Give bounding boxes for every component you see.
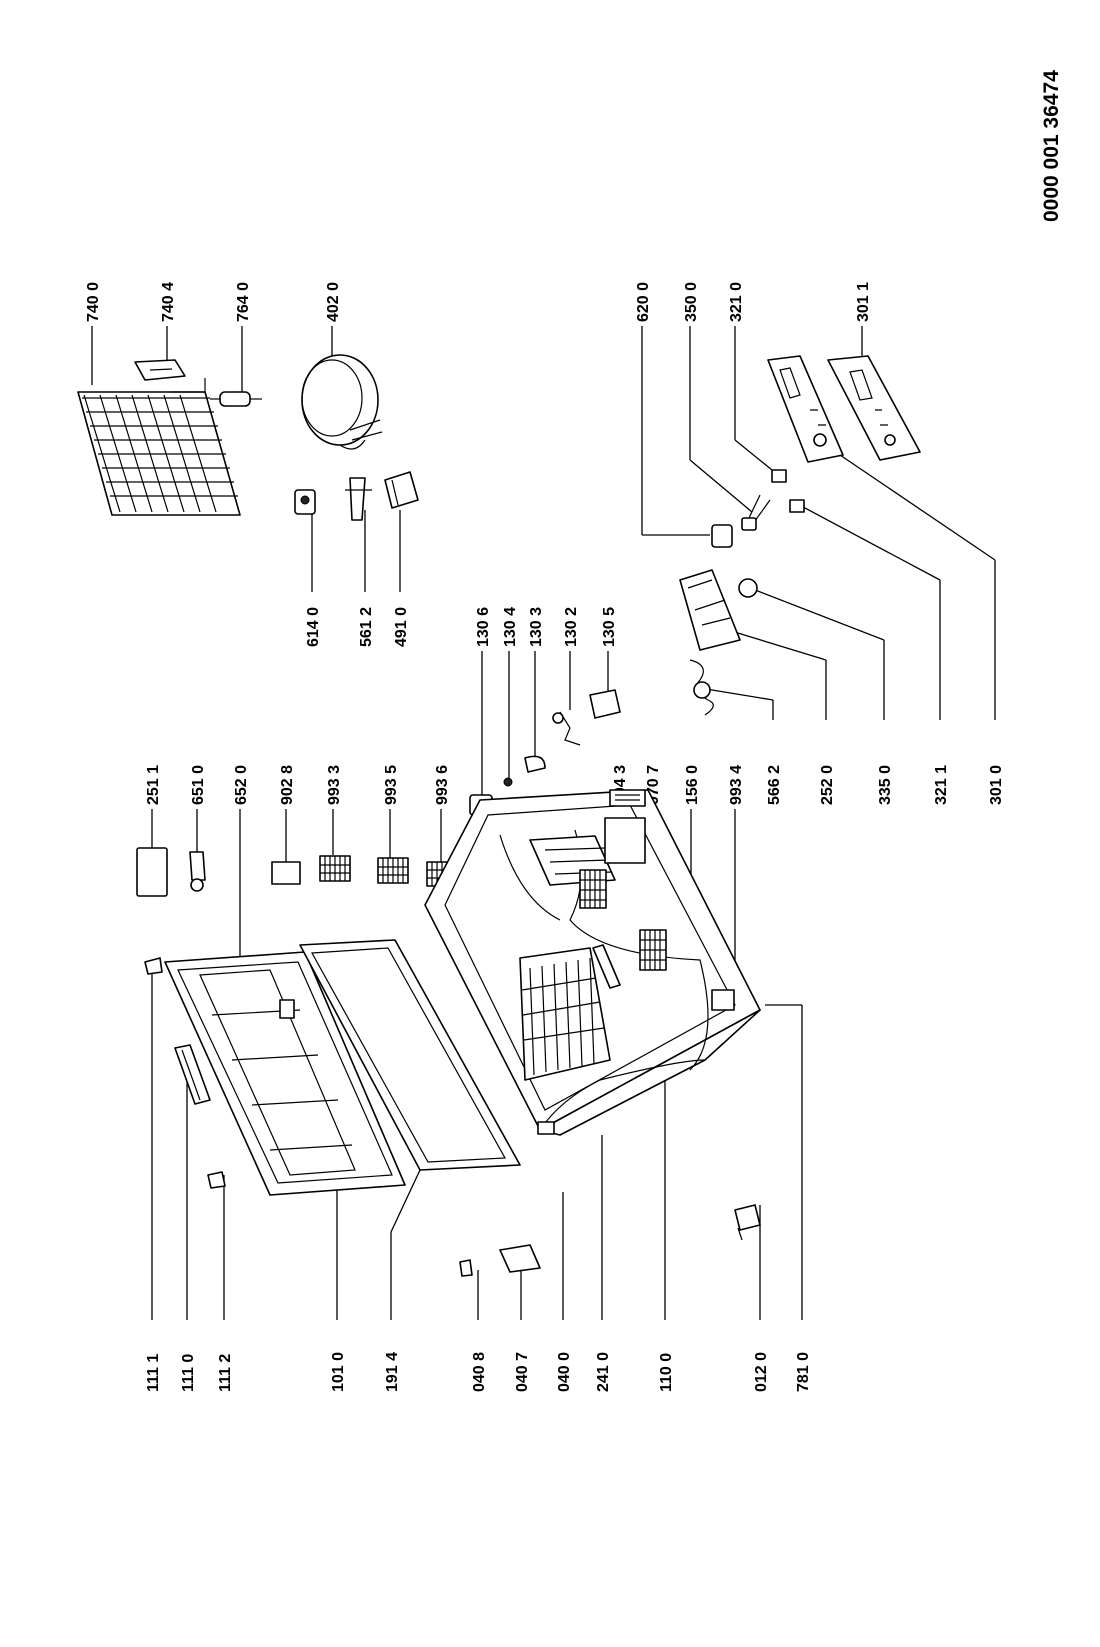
label-130-6: 130 6 — [475, 607, 492, 647]
label-740-4: 740 4 — [160, 282, 177, 322]
label-040-7: 040 7 — [514, 1352, 531, 1392]
freezer-lid — [164, 951, 406, 1196]
label-993-5: 993 5 — [383, 765, 400, 805]
label-group-130: 130 6 130 4 130 3 130 2 130 5 — [475, 607, 618, 795]
freezer-cabinet — [424, 789, 761, 1136]
label-group-top-right: 740 0 740 4 764 0 402 0 — [85, 282, 342, 392]
control-panel-back — [827, 355, 921, 461]
terminal-cover — [384, 471, 419, 509]
label-740-0: 740 0 — [85, 282, 102, 322]
label-040-0: 040 0 — [556, 1352, 573, 1392]
label-130-2: 130 2 — [563, 607, 580, 647]
coil-bracket — [134, 359, 186, 381]
lid-gasket — [299, 939, 521, 1171]
thermostat-box — [679, 569, 741, 651]
label-651-0: 651 0 — [190, 765, 207, 805]
label-130-3: 130 3 — [528, 607, 545, 647]
bottom-bracket — [734, 1204, 761, 1241]
label-group-bottom: 111 1 111 0 111 2 101 0 191 4 040 8 040 … — [145, 968, 812, 1392]
label-620-0: 620 0 — [635, 282, 652, 322]
label-241-0: 241 0 — [595, 1352, 612, 1392]
hinge-bottom — [207, 1171, 226, 1189]
label-350-0: 350 0 — [683, 282, 700, 322]
label-301-0: 301 0 — [988, 765, 1005, 805]
control-knob — [738, 578, 758, 598]
label-040-8: 040 8 — [471, 1352, 488, 1392]
control-panel-front — [767, 355, 844, 463]
filter-drier — [210, 391, 262, 407]
lamp-bulb — [503, 777, 513, 787]
label-111-0: 111 0 — [180, 1354, 197, 1392]
overload-protector — [345, 477, 372, 521]
label-111-2: 111 2 — [217, 1354, 234, 1392]
lid-handle — [174, 1044, 211, 1105]
label-191-4: 191 4 — [384, 1352, 401, 1392]
label-993-4: 993 4 — [728, 765, 745, 805]
label-491-0: 491 0 — [393, 607, 410, 647]
label-130-4: 130 4 — [502, 607, 519, 647]
label-251-1: 251 1 — [145, 765, 162, 805]
label-group-right-upper: 620 0 350 0 321 0 301 1 — [635, 282, 872, 536]
document-number: 0000 001 36474 — [1040, 70, 1063, 222]
label-781-0: 781 0 — [795, 1352, 812, 1392]
grid-filter-2 — [377, 857, 409, 884]
label-321-1: 321 1 — [933, 765, 950, 805]
thermostat-sensor — [741, 494, 771, 531]
lamp-cover — [589, 689, 621, 719]
label-101-0: 101 0 — [330, 1352, 347, 1392]
label-614-0: 614 0 — [305, 607, 322, 647]
label-group-614: 614 0 561 2 491 0 — [305, 510, 410, 647]
label-301-1: 301 1 — [855, 282, 872, 322]
grid-filter-1 — [319, 855, 351, 882]
label-110-0: 110 0 — [658, 1353, 675, 1392]
basket-label — [271, 861, 301, 885]
starter-relay — [294, 489, 316, 515]
label-561-2: 561 2 — [358, 607, 375, 647]
label-566-2: 566 2 — [766, 765, 783, 805]
label-130-5: 130 5 — [601, 607, 618, 647]
hinge-bracket — [499, 1244, 541, 1273]
label-111-1: 111 1 — [145, 1354, 162, 1392]
label-156-0: 156 0 — [684, 765, 701, 805]
label-402-0: 402 0 — [325, 282, 342, 322]
light-switch — [524, 755, 546, 773]
label-902-8: 902 8 — [279, 765, 296, 805]
label-652-0: 652 0 — [233, 765, 250, 805]
label-012-0: 012 0 — [753, 1352, 770, 1392]
label-252-0: 252 0 — [819, 765, 836, 805]
label-993-3: 993 3 — [326, 765, 343, 805]
switch-spring — [552, 711, 581, 746]
label-321-0: 321 0 — [728, 282, 745, 322]
label-993-6: 993 6 — [434, 765, 451, 805]
indicator-lamp — [771, 469, 787, 483]
hinge-pin — [459, 1259, 473, 1277]
hinge-top — [144, 957, 163, 975]
label-group-right-lower: 566 2 252 0 335 0 321 1 301 0 — [699, 454, 1005, 805]
label-group-left-top: 251 1 651 0 652 0 902 8 993 3 993 5 993 … — [145, 765, 451, 1001]
indicator-lamp-2 — [789, 499, 805, 513]
label-764-0: 764 0 — [235, 282, 252, 322]
thermostat-spring — [689, 659, 714, 716]
hinge-part — [189, 851, 206, 892]
compressor — [301, 354, 383, 450]
handle-cover — [136, 847, 168, 897]
label-335-0: 335 0 — [877, 765, 894, 805]
condenser-coil — [77, 378, 241, 516]
thermostat-knob — [711, 524, 733, 548]
